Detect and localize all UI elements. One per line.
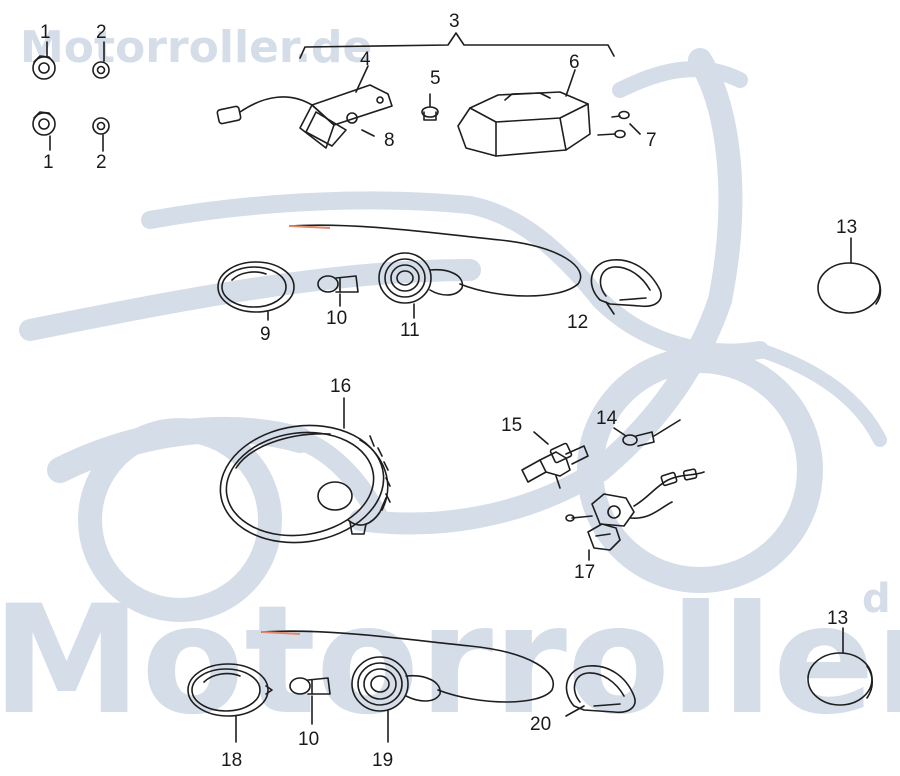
callout-9: 9 [260,324,271,345]
part-7-screws [597,110,630,139]
watermark-large-text: Motorroller [0,574,900,748]
part-17-bulb-holder [565,468,705,551]
part-2-washer-upper [92,61,110,79]
callout-16: 16 [330,376,351,397]
callout-12: 12 [567,312,588,333]
callout-20: 20 [530,714,551,735]
callout-13-lower: 13 [827,608,848,629]
callout-2-lower: 2 [96,152,107,173]
watermark-large-suffix: d [862,576,891,622]
callout-1-lower: 1 [43,152,54,173]
part-13-lens-disc-lower [807,652,874,706]
part-11-indicator-housing-upper [289,224,582,304]
part-6-rear-lens [457,91,591,157]
callout-14: 14 [596,408,618,429]
callout-8: 8 [384,130,395,151]
leader-12 [605,301,615,315]
callout-18: 18 [221,750,242,771]
part-20-gasket-lower [565,665,636,714]
part-10-bulb-upper [317,275,359,293]
callout-10-lower: 10 [298,729,319,750]
callout-15: 15 [501,415,522,436]
leader-14 [613,427,627,437]
callout-5: 5 [430,68,441,89]
leader-8 [361,129,375,137]
leader-4 [355,65,369,93]
callout-6: 6 [569,52,580,73]
leader-20 [565,705,585,717]
part-15-halogen-bulb [521,442,589,489]
part-4-plate-light [216,84,393,149]
part-14-position-bulb [622,419,681,447]
watermark-scooter-logo [19,48,887,622]
leader-7 [629,123,641,135]
callout-1-upper: 1 [40,22,51,43]
callout-13-upper: 13 [836,217,857,238]
part-10-bulb-lower [289,677,331,695]
part-9-indicator-lens-upper [217,261,295,313]
part-13-lens-disc-upper [817,262,882,314]
callout-19: 19 [372,750,393,771]
callout-17: 17 [574,562,595,583]
group-3-bracket [299,32,615,59]
part-1-nut-upper [32,55,56,80]
part-19-indicator-housing-lower [261,630,555,712]
callout-11: 11 [400,320,420,341]
callout-4: 4 [360,49,371,70]
leader-6 [565,69,576,97]
part-12-gasket-upper [590,259,662,308]
part-5-screw [421,93,439,121]
part-1-nut-lower [32,111,56,136]
callout-labels: 1 2 1 2 3 4 5 6 7 8 9 10 11 12 13 16 15 … [40,11,857,771]
part-18-indicator-lens-lower [187,663,273,717]
part-16-headlight [219,424,391,544]
callout-7: 7 [646,130,657,151]
callout-10-upper: 10 [326,308,347,329]
watermark: Motorroller.de Motorroller d [0,22,900,748]
callout-3: 3 [449,11,460,32]
leader-15 [533,431,549,445]
part-2-washer-lower [92,117,110,135]
callout-2-upper: 2 [96,22,107,43]
